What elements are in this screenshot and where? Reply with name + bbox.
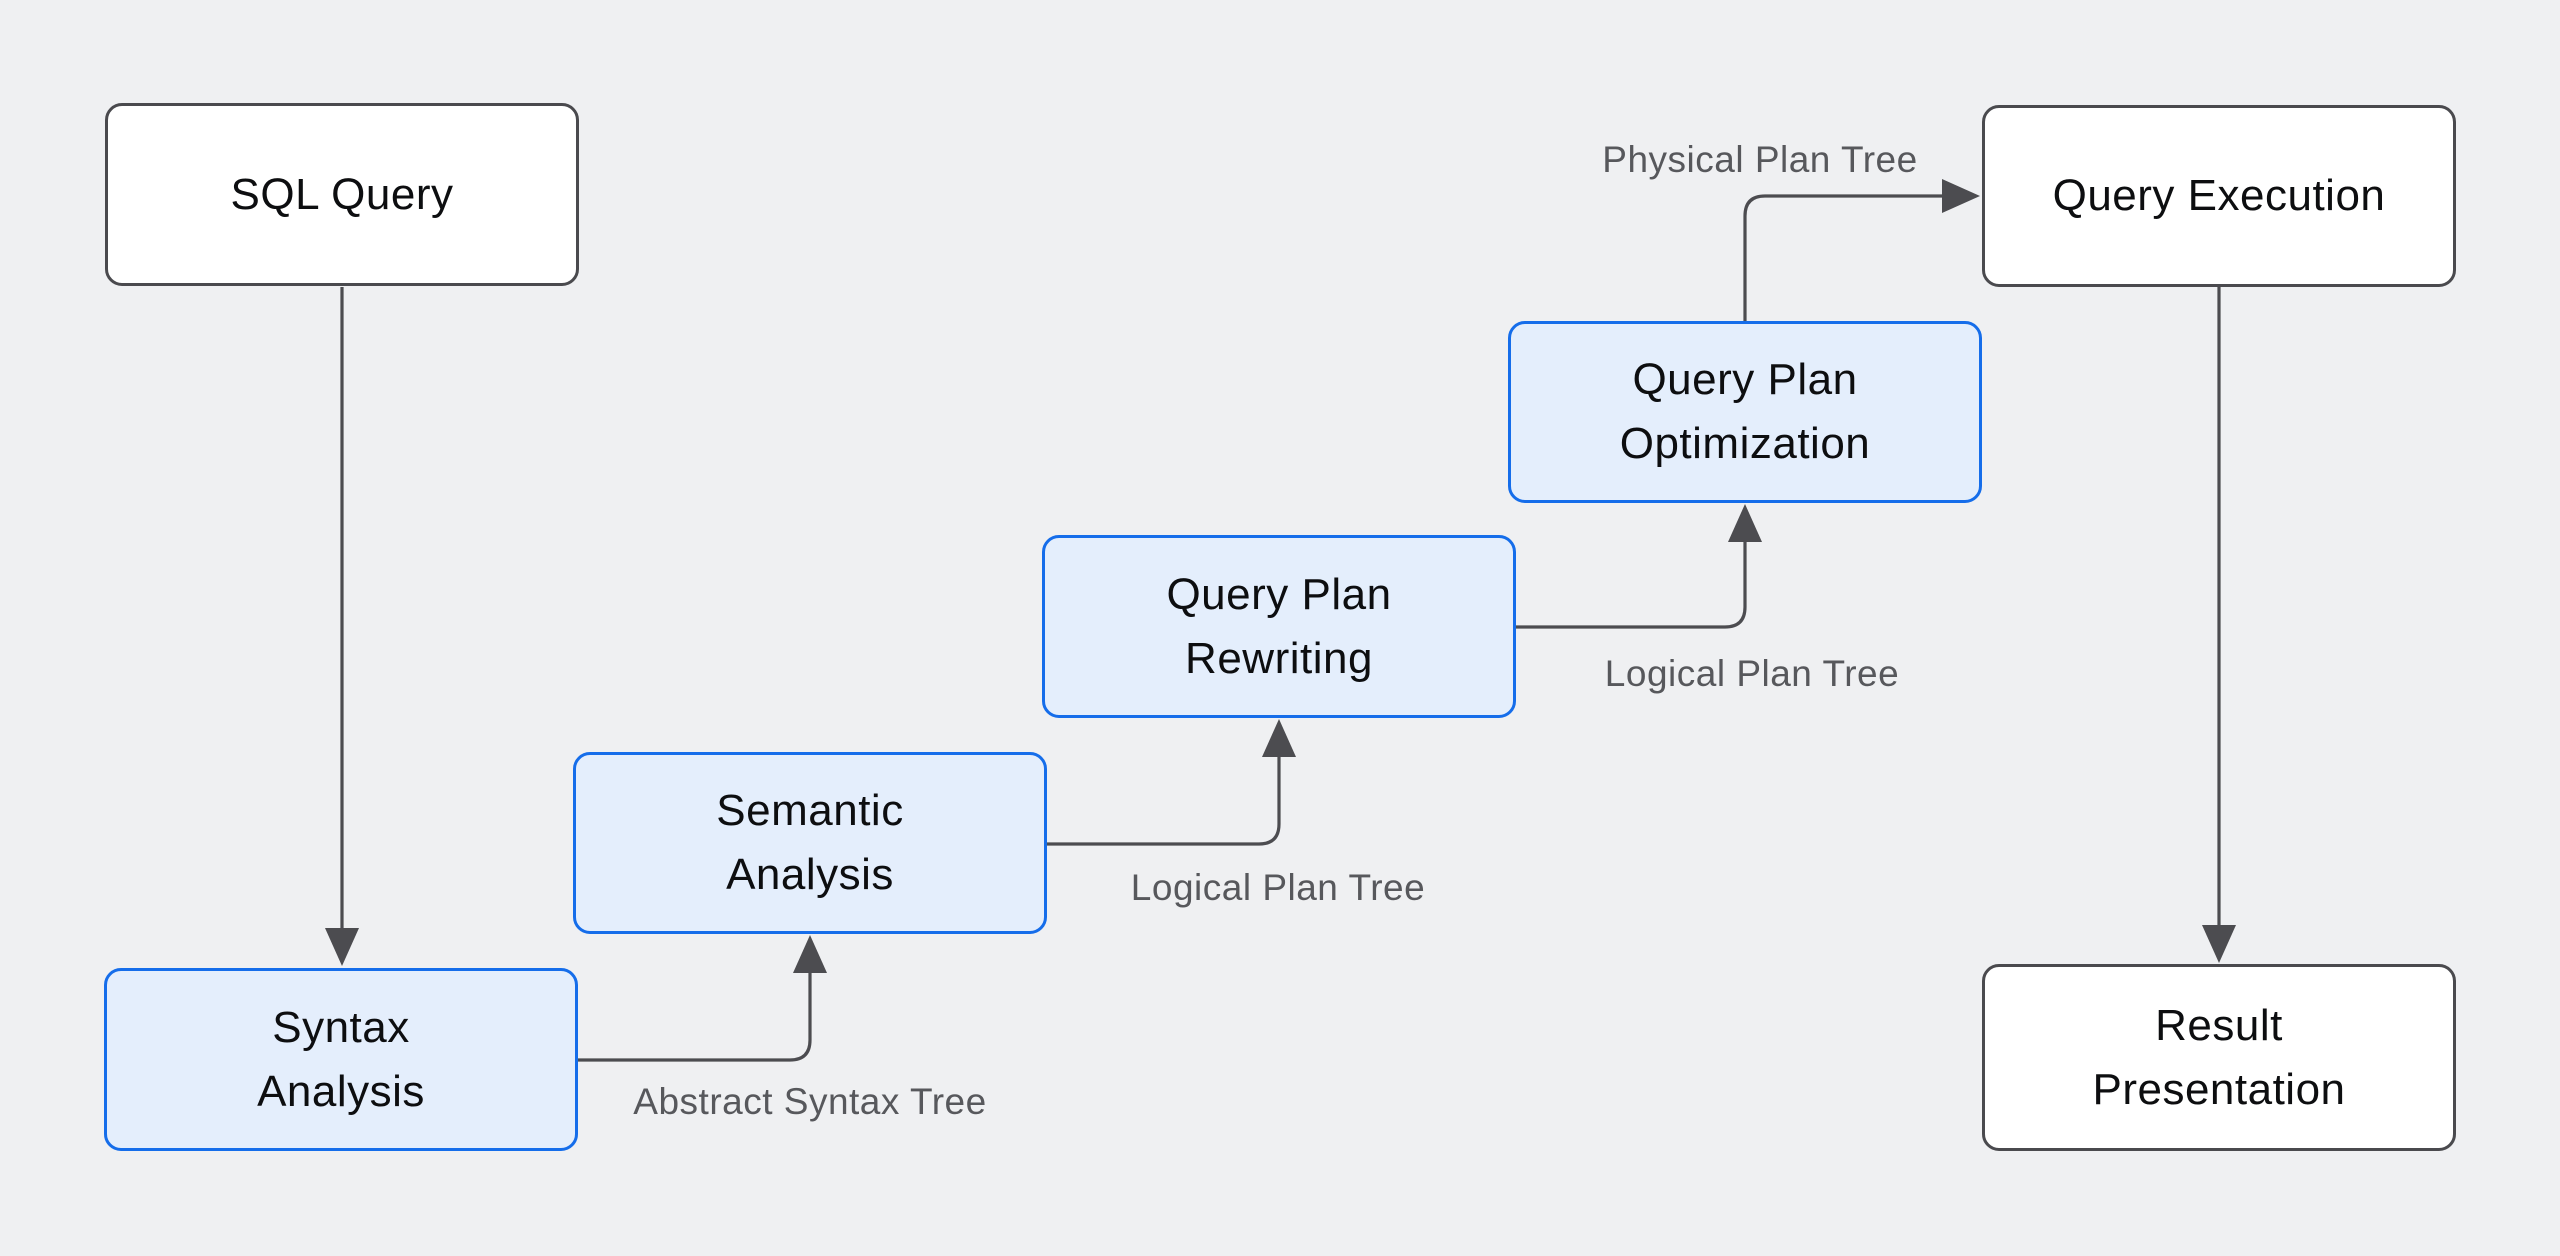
node-semantic-analysis: Semantic Analysis: [573, 752, 1047, 934]
arrow-up-icon: [1728, 504, 1762, 542]
edge-query-plan-optimization-to-query-execution-line: [1743, 194, 1960, 321]
edge-label-logical-plan-tree-1: Logical Plan Tree: [1130, 867, 1426, 908]
arrow-up-icon: [793, 935, 827, 973]
edge-label-abstract-syntax-tree: Abstract Syntax Tree: [633, 1081, 987, 1122]
edge-syntax-analysis-to-semantic-analysis-line: [578, 953, 812, 1062]
node-sql-query: SQL Query: [105, 103, 579, 286]
arrow-right-icon: [1942, 179, 1980, 213]
edge-query-plan-rewriting-to-query-plan-optimization-line: [1516, 522, 1747, 629]
edge-semantic-analysis-to-query-plan-rewriting-line: [1047, 737, 1281, 846]
arrow-down-icon: [325, 928, 359, 966]
arrow-down-icon: [2202, 925, 2236, 963]
node-query-execution: Query Execution: [1982, 105, 2456, 287]
node-result-presentation: Result Presentation: [1982, 964, 2456, 1151]
edge-label-logical-plan-tree-2: Logical Plan Tree: [1604, 653, 1900, 694]
node-query-plan-optimization: Query Plan Optimization: [1508, 321, 1982, 503]
node-query-plan-rewriting: Query Plan Rewriting: [1042, 535, 1516, 718]
node-syntax-analysis: Syntax Analysis: [104, 968, 578, 1151]
arrow-up-icon: [1262, 719, 1296, 757]
edge-label-physical-plan-tree: Physical Plan Tree: [1602, 139, 1918, 180]
